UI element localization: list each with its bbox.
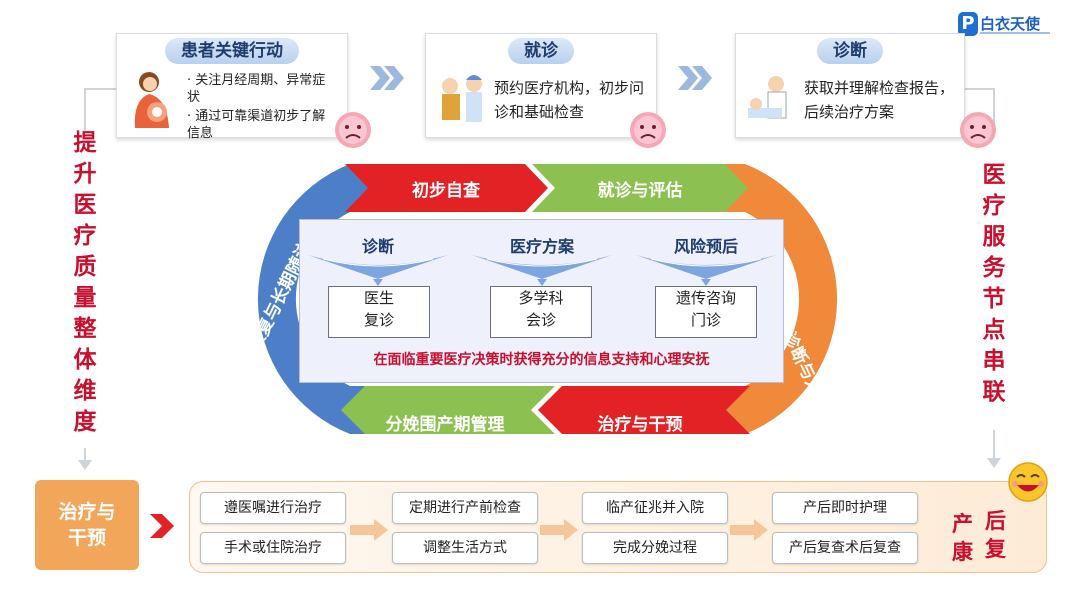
- logo-underline: [980, 32, 1050, 34]
- postpartum-char: 复: [985, 537, 1006, 561]
- inner-box-line: 门诊: [690, 311, 721, 329]
- cycle-bottom-left-arrow: [341, 386, 555, 434]
- inner-box-item: 医生 复诊: [328, 286, 430, 338]
- left-connector-bottom: [84, 448, 86, 466]
- worried-face-icon: [335, 112, 371, 148]
- step-item: 产后复查术后复查: [772, 532, 918, 564]
- brand-name: 白衣天使: [980, 15, 1041, 33]
- cycle-label-top-left: 初步自查: [412, 181, 480, 201]
- brand-logo: P 白衣天使: [956, 8, 1076, 38]
- pregnant-woman-icon: [134, 72, 169, 128]
- cycle-diagram: [257, 164, 838, 434]
- card-item: · 通过可靠渠道初步了解信息: [187, 109, 326, 141]
- card-text: 获取并理解检查报告，后续治疗方案: [804, 79, 955, 121]
- inner-column-title: 医疗方案: [509, 237, 574, 256]
- cycle-top-right-arrow: [532, 164, 748, 212]
- left-side-label: 提升医疗质量整体维度: [73, 130, 97, 435]
- step-item: 遵医嘱进行治疗: [200, 492, 346, 524]
- worried-face-icon: [630, 112, 666, 148]
- arrow-right-icon: [540, 519, 578, 541]
- chevron-right-icon: [678, 66, 712, 90]
- funnel-icon: [308, 255, 448, 286]
- doctor-exam-icon: [748, 76, 787, 119]
- happy-face-icon: [1008, 462, 1048, 502]
- step-item: 完成分娩过程: [582, 532, 728, 564]
- card-item: · 关注月经周期、异常症状: [187, 73, 326, 105]
- cycle-label-bottom-left: 分娩围产期管理: [385, 415, 505, 435]
- chevron-right-icon: [370, 66, 404, 90]
- step-item: 手术或住院治疗: [200, 532, 346, 564]
- inner-support-box: 诊断 医疗方案 风险预后 医生 复诊 多学科 会诊 遗传咨询 门诊 在面临重要医…: [299, 219, 784, 383]
- inner-box-line: 多学科: [518, 289, 564, 307]
- step-item: 调整生活方式: [392, 532, 538, 564]
- inner-column-title: 诊断: [361, 237, 394, 256]
- step-item: 产后即时护理: [772, 492, 918, 524]
- funnel-icon: [472, 255, 612, 286]
- card-title: 患者关键行动: [165, 38, 299, 64]
- step-item: 定期进行产前检查: [392, 492, 538, 524]
- step-item: 临产征兆并入院: [582, 492, 728, 524]
- arrow-right-icon: [350, 519, 388, 541]
- card-title: 就诊: [508, 38, 574, 64]
- card-patient-actions: 患者关键行动 · 关注月经周期、异常症状 · 通过可靠渠道初步了解信息: [116, 33, 348, 141]
- left-down-arrow: [78, 460, 92, 470]
- right-side-label: 医疗服务节点串联: [982, 162, 1006, 405]
- inner-column-title: 风险预后: [673, 237, 738, 256]
- inner-box-item: 遗传咨询 门诊: [655, 286, 757, 338]
- left-connector-h: [84, 88, 116, 90]
- arrow-right-icon: [730, 519, 768, 541]
- cycle-top-left-arrow: [345, 164, 548, 212]
- postpartum-char: 康: [952, 540, 973, 564]
- postpartum-char: 产: [952, 512, 973, 536]
- cycle-bottom-right-arrow: [538, 386, 750, 434]
- right-connector-h: [962, 88, 994, 90]
- left-connector-top: [84, 88, 86, 132]
- funnel-icon: [636, 255, 776, 286]
- treatment-label: 治疗与干预: [58, 501, 116, 549]
- inner-box-line: 医生: [363, 289, 394, 307]
- card-title: 诊断: [817, 38, 883, 64]
- inner-box-item: 多学科 会诊: [490, 286, 592, 338]
- inner-box-line: 会诊: [525, 311, 556, 329]
- card-visit: 就诊 预约医疗机构，初步问诊和基础检查: [425, 33, 657, 138]
- inner-box-line: 复诊: [363, 311, 394, 329]
- postpartum-char: 后: [985, 509, 1006, 533]
- doctor-consult-icon: [442, 75, 482, 122]
- card-text: 预约医疗机构，初步问诊和基础检查: [494, 79, 645, 121]
- card-diagnosis: 诊断 获取并理解检查报告，后续治疗方案: [735, 33, 965, 138]
- logo-mark: P: [958, 12, 978, 36]
- right-down-arrow: [987, 458, 1001, 468]
- cycle-label-bottom-right: 治疗与干预: [597, 415, 683, 435]
- inner-note: 在面临重要医疗决策时获得充分的信息支持和心理安抚: [373, 352, 710, 368]
- cycle-label-top-right: 就诊与评估: [597, 181, 683, 201]
- chevron-right-icon: [150, 514, 174, 538]
- cycle-right-arc: [725, 164, 838, 434]
- right-connector-bottom: [993, 430, 995, 460]
- treatment-box: 治疗与干预: [35, 480, 139, 570]
- worried-face-icon: [960, 112, 996, 148]
- inner-box-line: 遗传咨询: [675, 289, 736, 307]
- cycle-left-arc: [257, 164, 370, 434]
- right-connector-top: [993, 88, 995, 132]
